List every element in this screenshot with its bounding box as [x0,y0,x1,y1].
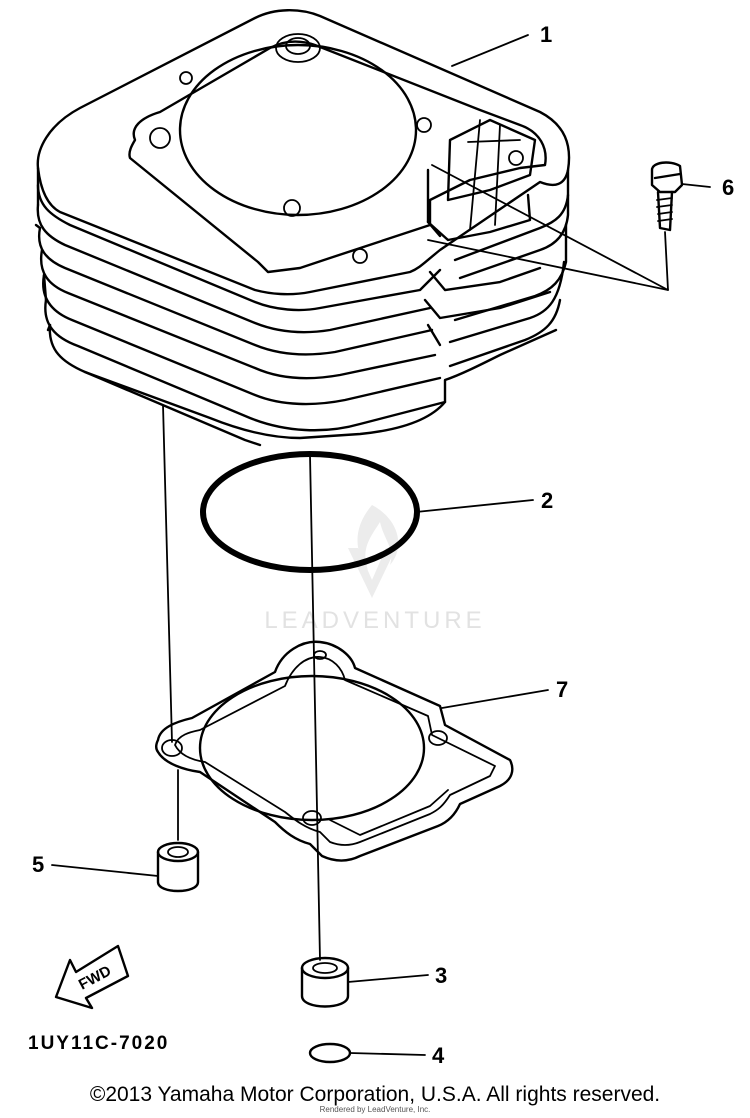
copyright-notice: ©2013 Yamaha Motor Corporation, U.S.A. A… [89,1083,661,1106]
diagram-code: 1UY11C-7020 [28,1033,169,1054]
watermark-text: LEADVENTURE [264,607,485,634]
callout-part-5: 5 [32,852,44,877]
rendered-by-note: Rendered by LeadVenture, Inc. [319,1105,431,1114]
small-o-ring-part-4 [308,1042,352,1064]
dowel-pin-part-5 [156,841,200,893]
fwd-direction-arrow: FWD [54,944,130,1010]
base-gasket-part-7 [154,640,514,862]
callout-leaders [51,34,711,1056]
callout-part-3: 3 [435,963,447,988]
callout-part-6: 6 [722,175,734,200]
callout-part-2: 2 [541,488,553,513]
bolt-part-6 [650,161,684,232]
cylinder-part-1 [34,9,571,447]
alignment-lines [162,164,669,961]
callout-part-1: 1 [540,22,552,47]
dowel-pin-part-3 [300,956,350,1008]
callout-part-4: 4 [432,1043,445,1068]
callout-part-7: 7 [556,677,568,702]
fwd-label: FWD [76,962,114,993]
